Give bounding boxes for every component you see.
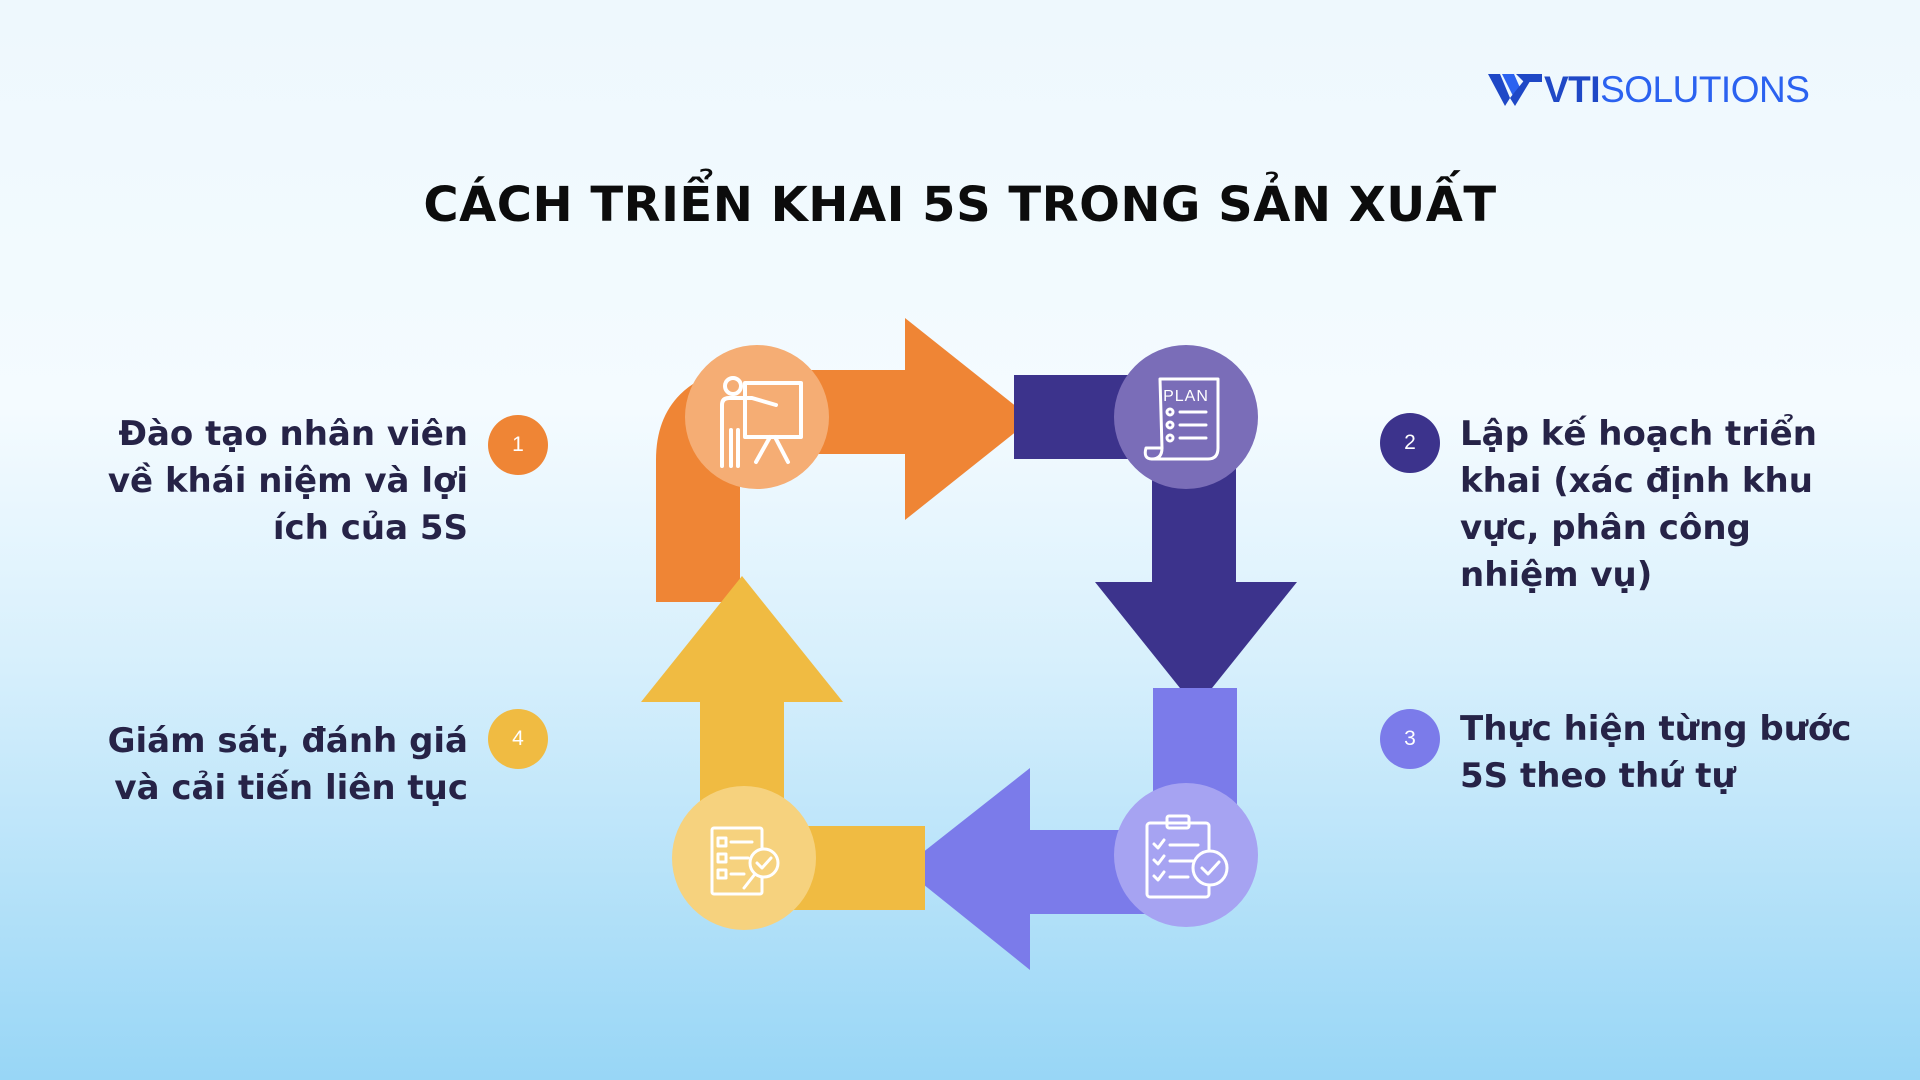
- step-1-badge: 1: [488, 415, 548, 475]
- brand-name-light: SOLUTIONS: [1600, 69, 1810, 110]
- step-2-node: PLAN: [1114, 345, 1258, 489]
- step-1-text: Đào tạo nhân viên về khái niệm và lợi íc…: [107, 414, 468, 548]
- brand-name: VTISOLUTIONS: [1544, 69, 1810, 111]
- page-title: CÁCH TRIỂN KHAI 5S TRONG SẢN XUẤT: [423, 177, 1497, 233]
- step-2-badge: 2: [1380, 413, 1440, 473]
- step-3-node: [1114, 783, 1258, 927]
- checklist-magnifier-icon: [710, 826, 780, 896]
- presentation-icon: [720, 376, 803, 468]
- plan-label: PLAN: [1163, 388, 1209, 405]
- step-3-badge: 3: [1380, 709, 1440, 769]
- vti-logo-icon: [1488, 74, 1542, 106]
- step-4-node: [672, 786, 816, 930]
- step-1-node: [685, 345, 829, 489]
- checklist-clipboard-icon: [1145, 814, 1229, 899]
- brand-logo: VTISOLUTIONS: [1488, 69, 1810, 111]
- step-3-text: Thực hiện từng bước 5S theo thứ tự: [1460, 709, 1852, 796]
- brand-name-bold: VTI: [1544, 69, 1601, 110]
- plan-document-icon: [1143, 377, 1220, 461]
- step-4-text: Giám sát, đánh giá và cải tiến liên tục: [107, 721, 468, 808]
- step-2-text: Lập kế hoạch triển khai (xác định khu vự…: [1460, 414, 1817, 595]
- step-4-badge: 4: [488, 709, 548, 769]
